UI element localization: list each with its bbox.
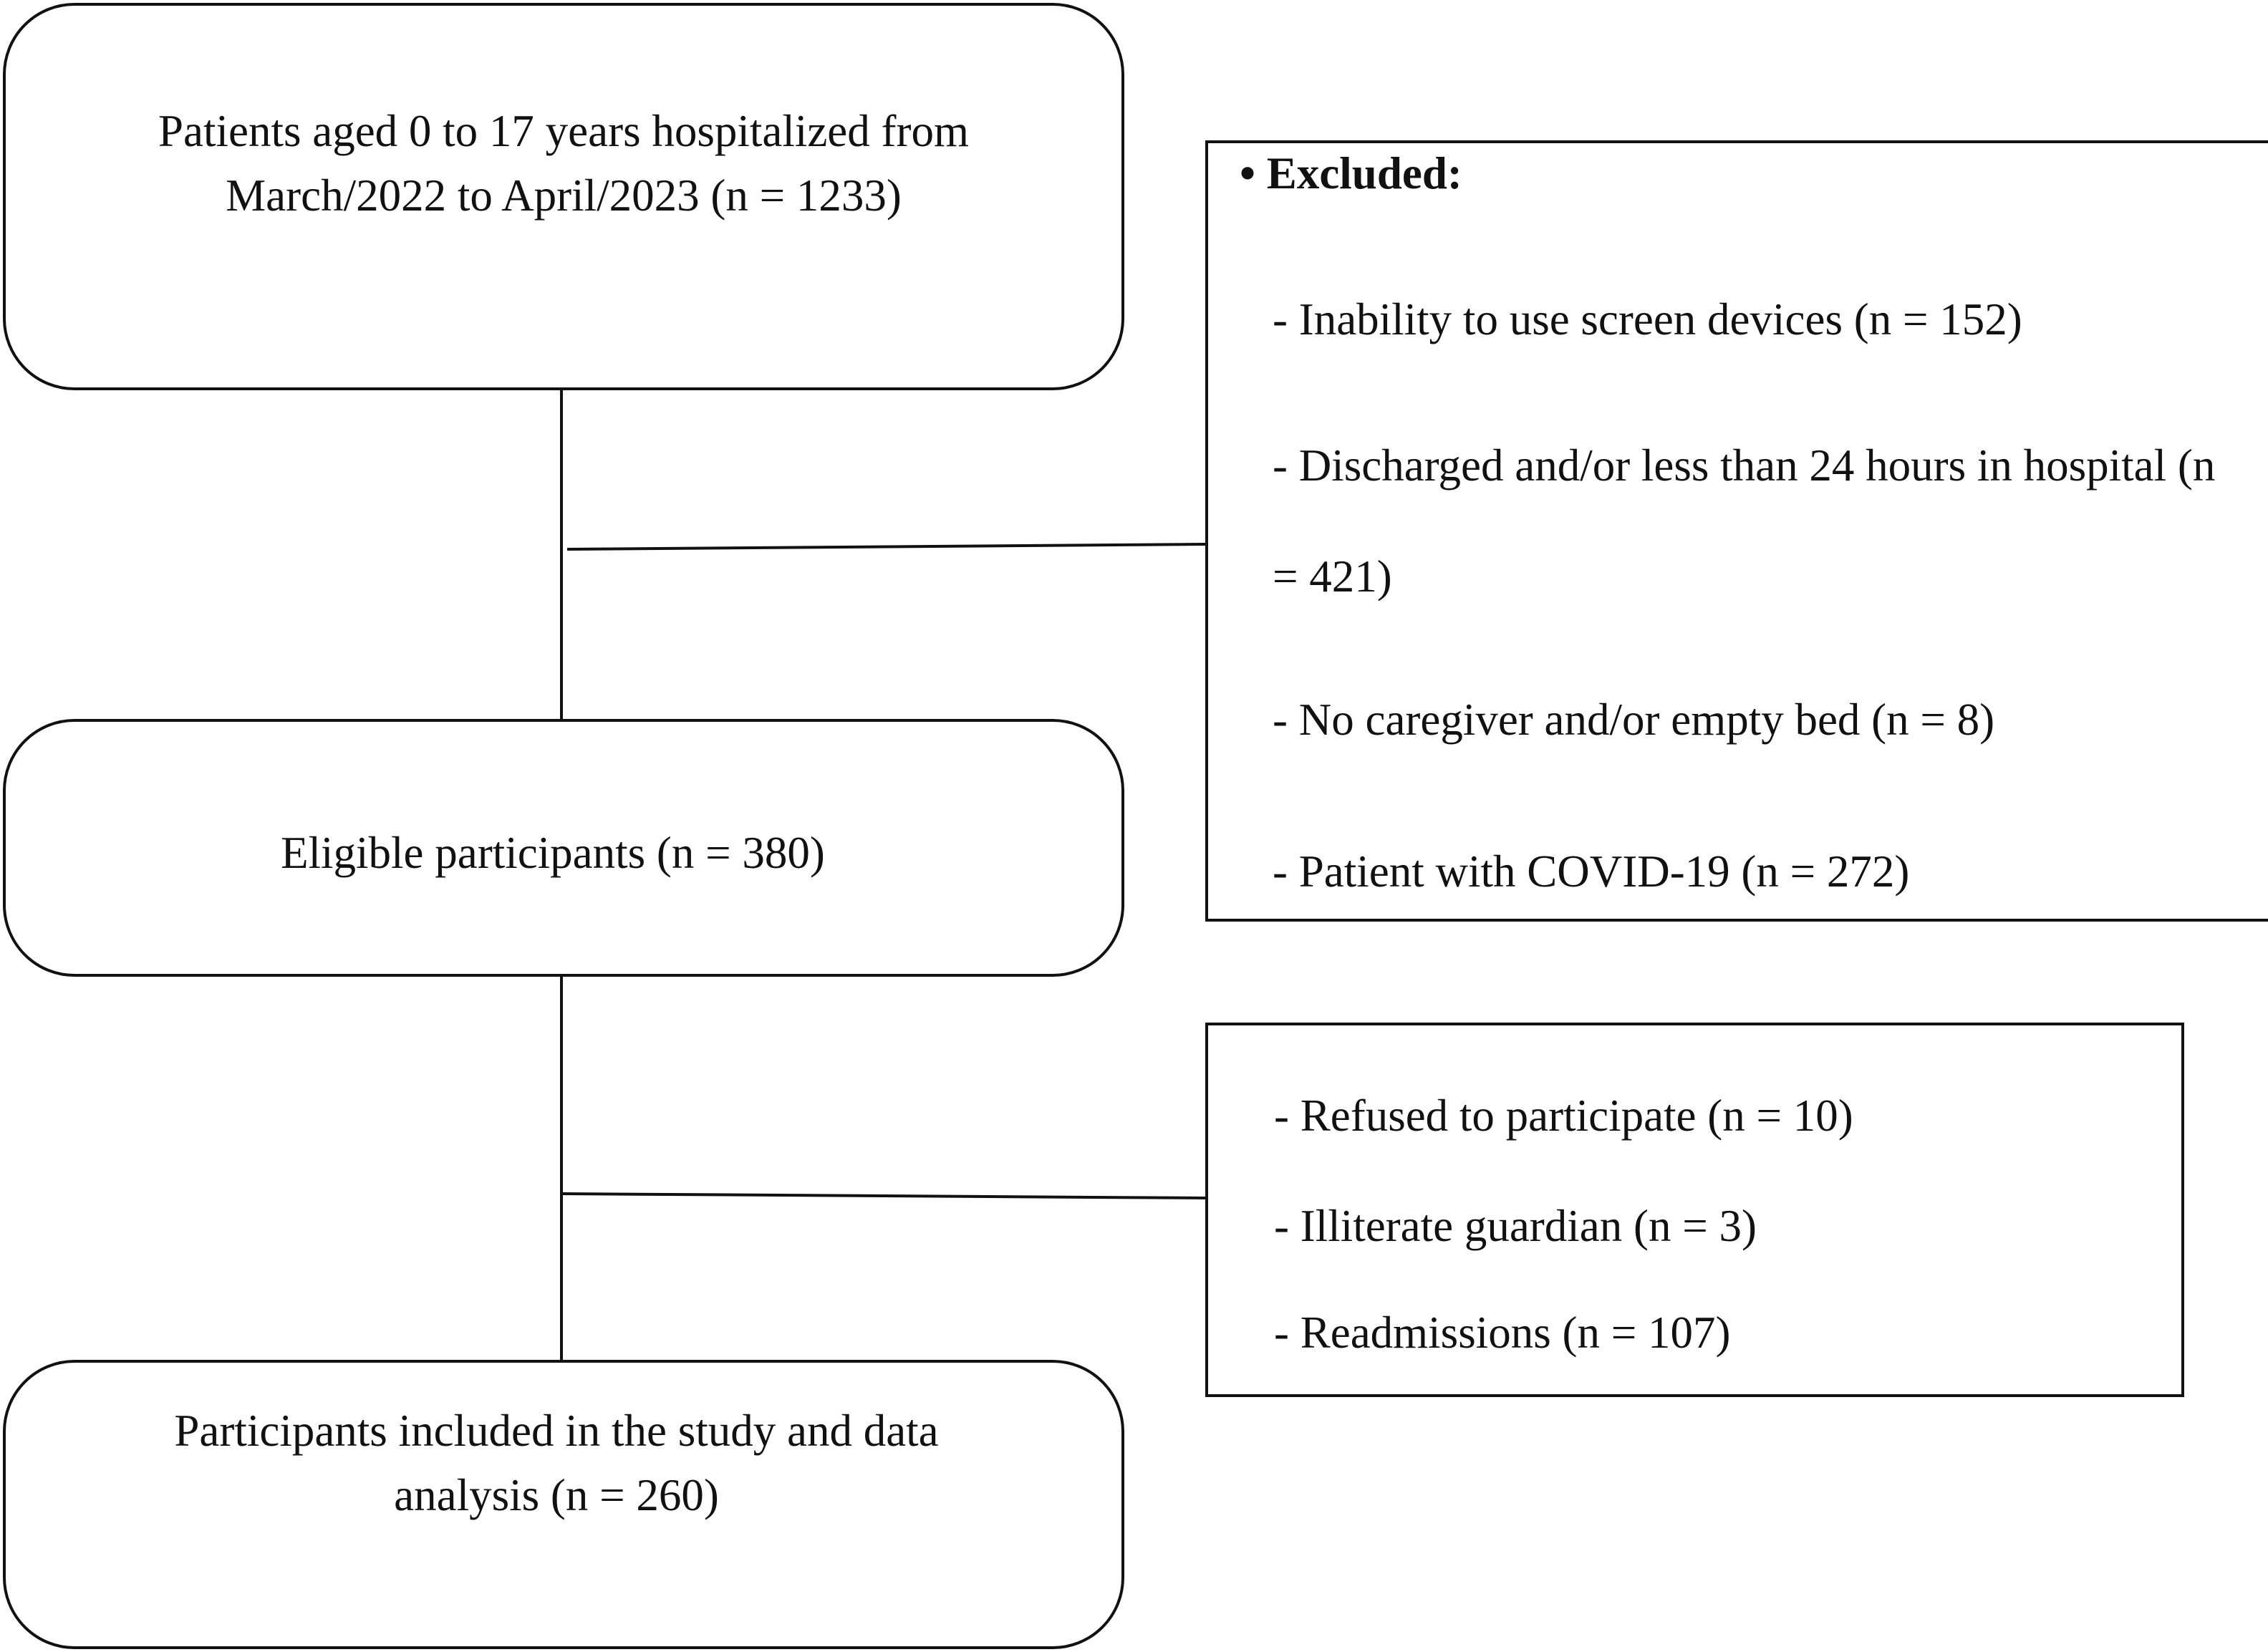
exclusion-item: - Readmissions (n = 107): [1274, 1308, 1731, 1358]
connector-exclusion-1: [566, 543, 1206, 551]
population-line-2: March/2022 to April/2023 (n = 1233): [226, 170, 902, 221]
included-line-2: analysis (n = 260): [394, 1470, 719, 1520]
population-text: Patients aged 0 to 17 years hospitalized…: [6, 99, 1121, 228]
exclusion-item: - Discharged and/or less than 24 hours i…: [1273, 440, 2216, 491]
included-text: Participants included in the study and d…: [6, 1399, 1107, 1527]
exclusion-heading: • Excluded:: [1240, 148, 1462, 198]
exclusion-item: - Patient with COVID-19 (n = 272): [1273, 846, 1910, 897]
connector-exclusion-2: [561, 1192, 1206, 1199]
included-line-1: Participants included in the study and d…: [174, 1406, 939, 1456]
population-box: Patients aged 0 to 17 years hospitalized…: [3, 3, 1124, 390]
eligible-text: Eligible participants (n = 380): [281, 828, 825, 878]
exclusion-box-2: - Refused to participate (n = 10) - Illi…: [1205, 1023, 2184, 1397]
exclusion-box-1: • Excluded: - Inability to use screen de…: [1205, 140, 2268, 922]
exclusion-item: - Illiterate guardian (n = 3): [1274, 1201, 1757, 1251]
eligible-box: Eligible participants (n = 380): [3, 719, 1124, 977]
included-box: Participants included in the study and d…: [3, 1360, 1124, 1649]
exclusion-item: = 421): [1273, 551, 1392, 602]
exclusion-item: - Inability to use screen devices (n = 1…: [1273, 294, 2022, 344]
exclusion-item: - Refused to participate (n = 10): [1274, 1091, 1853, 1141]
population-line-1: Patients aged 0 to 17 years hospitalized…: [158, 106, 969, 156]
exclusion-item: - No caregiver and/or empty bed (n = 8): [1273, 695, 1995, 745]
